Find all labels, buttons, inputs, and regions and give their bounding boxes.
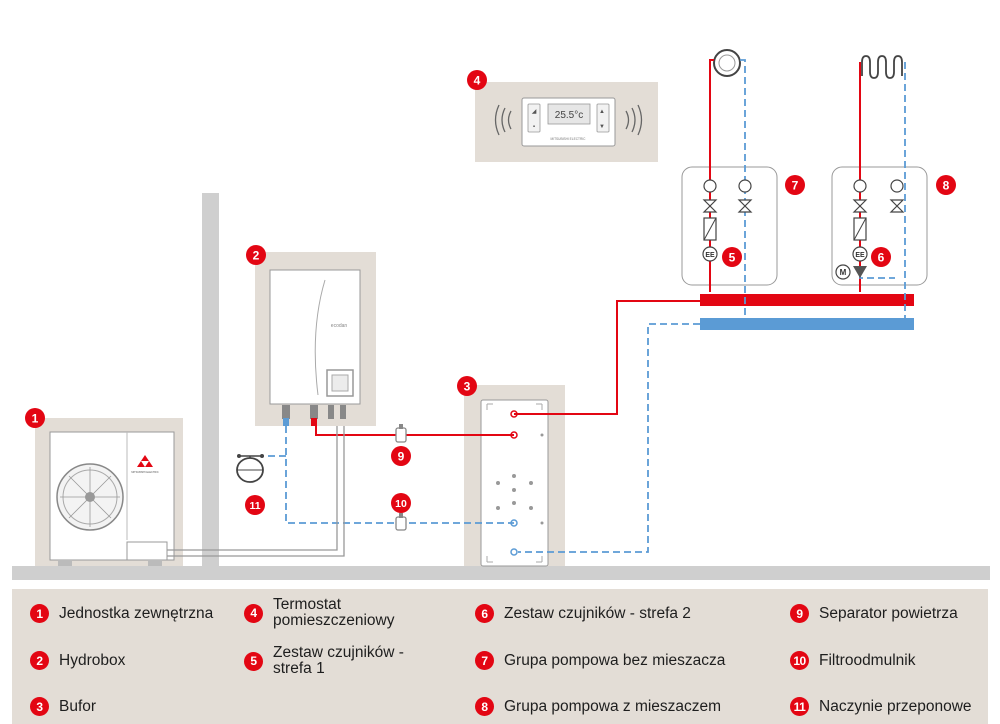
ground-strip [12, 566, 990, 580]
motor-icon [835, 264, 851, 280]
legend-label: Separator powietrza [819, 604, 958, 622]
legend-number: 11 [790, 697, 809, 716]
mitsubishi-logo-icon [141, 455, 149, 461]
svg-text:▪: ▪ [533, 124, 535, 130]
unit-brand: MITSUBISHI ELECTRIC [131, 471, 159, 474]
legend-item-9: 9 Separator powietrza [790, 604, 958, 623]
legend-number: 2 [30, 651, 49, 670]
legend-label: Grupa pompowa z mieszaczem [504, 697, 722, 715]
sensor-set-label-zone2: EE [855, 252, 865, 259]
badge-8: 8 [943, 179, 950, 193]
floor-heating-icon [861, 55, 903, 79]
legend-label: Hydrobox [59, 651, 126, 669]
legend-number: 9 [790, 604, 809, 623]
badge-5: 5 [729, 251, 736, 265]
number-badges: 1 2 3 4 5 6 7 8 9 10 11 [25, 70, 956, 515]
motor-label: M [840, 268, 847, 277]
legend-number: 6 [475, 604, 494, 623]
refrigerant-lines [167, 426, 345, 557]
legend-label: Bufor [59, 697, 97, 715]
legend-item-10: 10 Filtroodmulnik [790, 651, 915, 670]
legend-number: 7 [475, 651, 494, 670]
thermostat-display: 25.5°c [555, 110, 583, 121]
svg-text:▲: ▲ [599, 109, 605, 115]
badge-11: 11 [249, 500, 260, 512]
legend-item-7: 7 Grupa pompowa bez mieszacza [475, 651, 725, 670]
legend-item-2: 2 Hydrobox [30, 651, 125, 670]
return-lines [262, 59, 906, 553]
legend-number: 8 [475, 697, 494, 716]
legend-item-1: 1 Jednostka zewnętrzna [30, 604, 213, 623]
legend-item-3: 3 Bufor [30, 697, 96, 716]
legend-number: 3 [30, 697, 49, 716]
legend-item-4: 4 Termostat pomieszczeniowy [244, 597, 443, 629]
legend-item-11: 11 Naczynie przeponowe [790, 697, 972, 716]
pump-group-mixer-components: EE M [835, 179, 905, 280]
room-thermostat: 25.5°c ▲ ▼ ◢ ▪ MITSUBISHI ELECTRIC [475, 82, 658, 162]
wireless-signal-icon [494, 104, 512, 136]
legend-label: Grupa pompowa bez mieszacza [504, 651, 726, 669]
badge-3: 3 [464, 380, 471, 394]
heater-emitter-icon [713, 49, 741, 77]
legend-label: Zestaw czujników - strefa 1 [273, 644, 404, 677]
badge-7: 7 [792, 179, 799, 193]
badge-1: 1 [32, 412, 39, 426]
legend-label: Termostat pomieszczeniowy [273, 596, 395, 629]
badge-2: 2 [253, 249, 260, 263]
badge-4: 4 [474, 74, 481, 88]
legend-item-8: 8 Grupa pompowa z mieszaczem [475, 697, 721, 716]
legend-label: Jednostka zewnętrzna [59, 604, 214, 622]
thermostat-brand: MITSUBISHI ELECTRIC [551, 137, 587, 141]
legend-label: Zestaw czujników - strefa 2 [504, 604, 691, 622]
expansion-vessel-icon [236, 454, 264, 483]
supply-manifold [700, 294, 914, 306]
hydrobox-brand: ecodan [331, 323, 348, 329]
heating-system-diagram: MITSUBISHI ELECTRIC ecodan [12, 49, 990, 580]
pump-group-no-mixer-components: EE [702, 179, 753, 262]
dirt-filter-icon [395, 513, 407, 531]
return-manifold [700, 318, 914, 330]
air-separator-icon [395, 424, 407, 443]
legend-item-5: 5 Zestaw czujników - strefa 1 [244, 645, 443, 677]
badge-10: 10 [395, 498, 407, 510]
badge-6: 6 [878, 251, 885, 265]
legend-number: 1 [30, 604, 49, 623]
legend-number: 10 [790, 651, 809, 670]
sensor-set-label: EE [705, 252, 715, 259]
badge-9: 9 [398, 450, 405, 464]
legend-number: 5 [244, 651, 263, 671]
svg-text:◢: ◢ [532, 109, 537, 115]
pump-group-no-mixer-box [681, 166, 778, 286]
legend-label: Filtroodmulnik [819, 651, 916, 669]
legend-number: 4 [244, 603, 263, 623]
svg-text:▼: ▼ [599, 124, 605, 130]
hydrobox: ecodan [255, 252, 376, 426]
outdoor-unit: MITSUBISHI ELECTRIC [35, 418, 183, 566]
legend-item-6: 6 Zestaw czujników - strefa 2 [475, 604, 691, 623]
buffer-tank [464, 385, 565, 567]
wall-pillar [202, 193, 219, 566]
mixing-valve-icon [853, 266, 867, 278]
legend: 1 Jednostka zewnętrzna 2 Hydrobox 3 Bufo… [12, 589, 988, 724]
legend-label: Naczynie przeponowe [819, 697, 972, 715]
